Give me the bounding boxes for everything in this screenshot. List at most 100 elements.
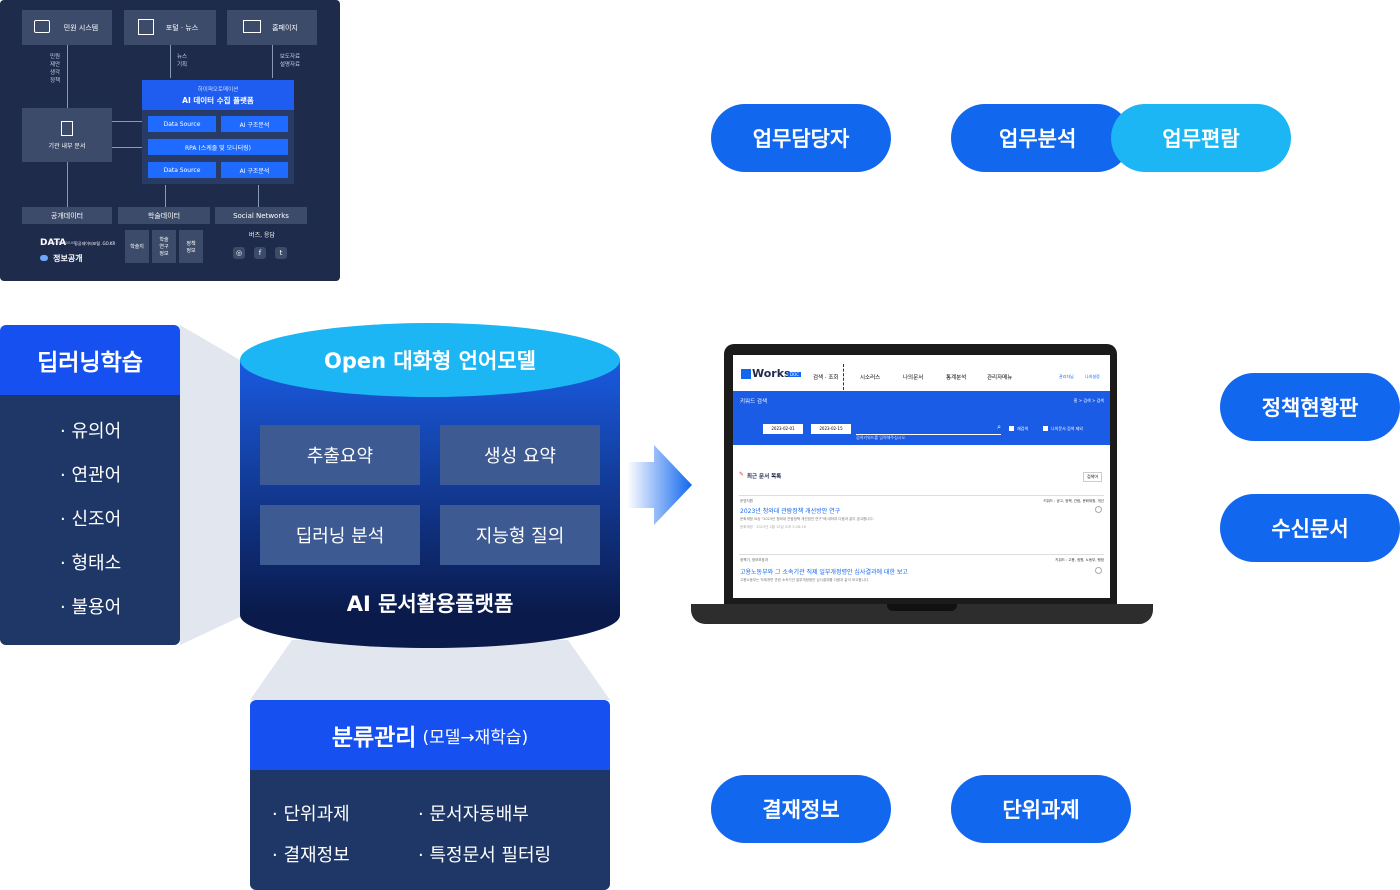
- flow-label: 생각: [49, 70, 61, 76]
- pill-policy-board: 정책현황판: [1220, 373, 1400, 441]
- edit-icon: ✎: [739, 471, 745, 478]
- doc-title[interactable]: 2023년 청와대 관람정책 개선방안 연구: [740, 508, 841, 515]
- item-label: 결재정보: [283, 845, 350, 866]
- nav-statistics[interactable]: 통계분석: [946, 375, 967, 381]
- app-header: Works DOC 검색 · 조회 시소러스 나의문서 통계분석 관리자메뉴 관…: [733, 355, 1110, 390]
- search-input[interactable]: 검색키워드를 입력해주십시오. ⌕: [856, 423, 1001, 440]
- laptop-base: [691, 604, 1153, 624]
- deep-learning-item: · 연관어: [60, 465, 122, 486]
- platform-title: AI 데이터 수집 플랫폼: [182, 96, 254, 105]
- platform-header: 하이퍼오토메이션 AI 데이터 수집 플랫폼: [142, 80, 294, 110]
- doc-keywords: 키워드 : 공고, 정책, 관람, 문화재청, 개선: [1043, 499, 1104, 503]
- breadcrumb: 홈 > 검색 > 검색: [1073, 398, 1104, 403]
- deep-learning-item: · 유의어: [60, 421, 122, 442]
- doc-list-item[interactable]: 정책기, 정보보호과 키워드 : 고용, 정원, 노동부, 행정 고용노동부와 …: [739, 554, 1104, 598]
- bookmark-icon[interactable]: [1095, 567, 1102, 574]
- classification-header: 분류관리 (모델→재학습): [250, 700, 610, 770]
- item-label: 연관어: [71, 465, 122, 486]
- platform-name: AI 문서활용플랫폼: [346, 592, 514, 616]
- connector: [112, 147, 142, 148]
- chat-icon: [34, 20, 50, 33]
- architecture-diagram: 민원 시스템 포털 · 뉴스 홈페이지 민원 제안 생각 정책 뉴스 기획 보도…: [0, 0, 340, 281]
- arrow-right-icon: [627, 445, 692, 525]
- doc-summary: 문화재청 요승 "2023년 청와대 관람정책 개선방안 연구"에 대하여 다음…: [740, 517, 874, 521]
- sort-select[interactable]: 검색어: [1083, 472, 1103, 482]
- flow-label: 정책: [49, 78, 61, 84]
- classification-item: · 결재정보: [272, 845, 350, 866]
- data-portal-logo: DATA 공공데이터포털 .GO.KR: [40, 230, 115, 249]
- item-label: 단위과제: [283, 804, 350, 825]
- date-from-input[interactable]: 2023-02-01: [763, 424, 803, 434]
- source-homepage: 홈페이지: [227, 10, 317, 45]
- pill-unit-task: 단위과제: [951, 775, 1131, 843]
- connector: [258, 185, 259, 208]
- classification-item: · 문서자동배부: [418, 804, 529, 825]
- cylinder-body: [240, 360, 620, 615]
- section-title: 최근 문서 목록: [747, 474, 782, 480]
- dl-shadow: [180, 325, 240, 645]
- nav-my-docs[interactable]: 나의문서: [903, 375, 924, 381]
- item-label: 신조어: [71, 509, 122, 530]
- item-label: 유의어: [71, 421, 122, 442]
- exclude-label: 나의문서 검색 제외: [1051, 426, 1083, 431]
- news-icon: [138, 19, 154, 35]
- public-data-box: 공개데이터: [22, 207, 112, 224]
- user-name[interactable]: 관리자님: [1059, 374, 1074, 379]
- pill-handbook: 업무편람: [1111, 104, 1291, 172]
- nav-search[interactable]: 검색 · 조회: [813, 375, 839, 381]
- flow-label: 제안: [49, 62, 61, 68]
- monitor-icon: [243, 20, 261, 33]
- civil-flow-labels: 민원 제안 생각 정책: [45, 53, 65, 85]
- social-networks-box: Social Networks: [215, 207, 307, 224]
- source-label: 홈페이지: [272, 23, 298, 32]
- doc-meta: 문화재청 · 2023년 2월 15일 오후 5:28:16: [740, 525, 806, 529]
- function-generate-summary: 생성 요약: [440, 425, 600, 485]
- data-source-box: Data Source: [148, 162, 216, 178]
- academic-item: 학술지: [125, 230, 149, 263]
- internal-document-box: 기관 내부 문서: [22, 108, 112, 162]
- nav-thesaurus[interactable]: 시소러스: [860, 375, 881, 381]
- nav-divider: [843, 364, 845, 390]
- item-label: 형태소: [71, 553, 122, 574]
- facebook-icon: f: [254, 247, 266, 259]
- doc-dept: 정책기, 정보보호과: [740, 558, 768, 562]
- search-band: 키워드 검색 홈 > 검색 > 검색 2023-02-01 2023-02-15…: [733, 391, 1110, 445]
- flow-label: 뉴스: [176, 54, 188, 60]
- deep-learning-header: 딥러닝학습: [0, 325, 180, 395]
- exclude-checkbox[interactable]: [1043, 426, 1048, 431]
- laptop-notch: [887, 604, 957, 611]
- bookmark-icon[interactable]: [1095, 506, 1102, 513]
- user-menu[interactable]: 나의설정: [1085, 374, 1100, 379]
- connector: [170, 45, 171, 78]
- item-label: 불용어: [71, 597, 122, 618]
- flow-label: 민원: [49, 54, 61, 60]
- pill-analysis: 업무분석: [951, 104, 1131, 172]
- app-logo[interactable]: Works: [752, 367, 791, 380]
- recheck-checkbox[interactable]: [1009, 426, 1014, 431]
- connector: [112, 121, 142, 122]
- source-portal-news: 포털 · 뉴스: [124, 10, 216, 45]
- search-placeholder: 검색키워드를 입력해주십시오.: [856, 435, 907, 440]
- buzz-label: 버즈, 응답: [249, 232, 275, 239]
- classification-title: 분류관리: [331, 725, 417, 751]
- works-logo-icon: [741, 369, 751, 379]
- nav-admin[interactable]: 관리자메뉴: [987, 375, 1013, 381]
- doc-list-item[interactable]: 운영지원 키워드 : 공고, 정책, 관람, 문화재청, 개선 2023년 청와…: [739, 495, 1104, 544]
- search-icon[interactable]: ⌕: [997, 423, 1001, 431]
- doc-title[interactable]: 고용노동부와 그 소속기관 직제 일부개정령안 심사결과에 대한 보고: [740, 569, 908, 576]
- function-extract-summary: 추출요약: [260, 425, 420, 485]
- classification-list: · 단위과제 · 문서자동배부 · 결재정보 · 특정문서 필터링: [250, 770, 610, 890]
- news-flow-labels: 뉴스 기획: [172, 53, 192, 69]
- source-label: 포털 · 뉴스: [165, 23, 199, 32]
- date-to-input[interactable]: 2023-02-15: [811, 424, 851, 434]
- flow-label: 보도자료: [279, 54, 301, 60]
- logo-badge: DOC: [788, 372, 802, 377]
- platform-subtitle: 하이퍼오토메이션: [197, 87, 239, 93]
- cylinder-top: Open 대화형 언어모델: [240, 323, 620, 397]
- academic-item: 정책 정보: [179, 230, 203, 263]
- pill-received-doc: 수신문서: [1220, 494, 1400, 562]
- source-civil-system: 민원 시스템: [22, 10, 112, 45]
- classification-item: · 특정문서 필터링: [418, 845, 552, 866]
- document-icon: [61, 120, 73, 136]
